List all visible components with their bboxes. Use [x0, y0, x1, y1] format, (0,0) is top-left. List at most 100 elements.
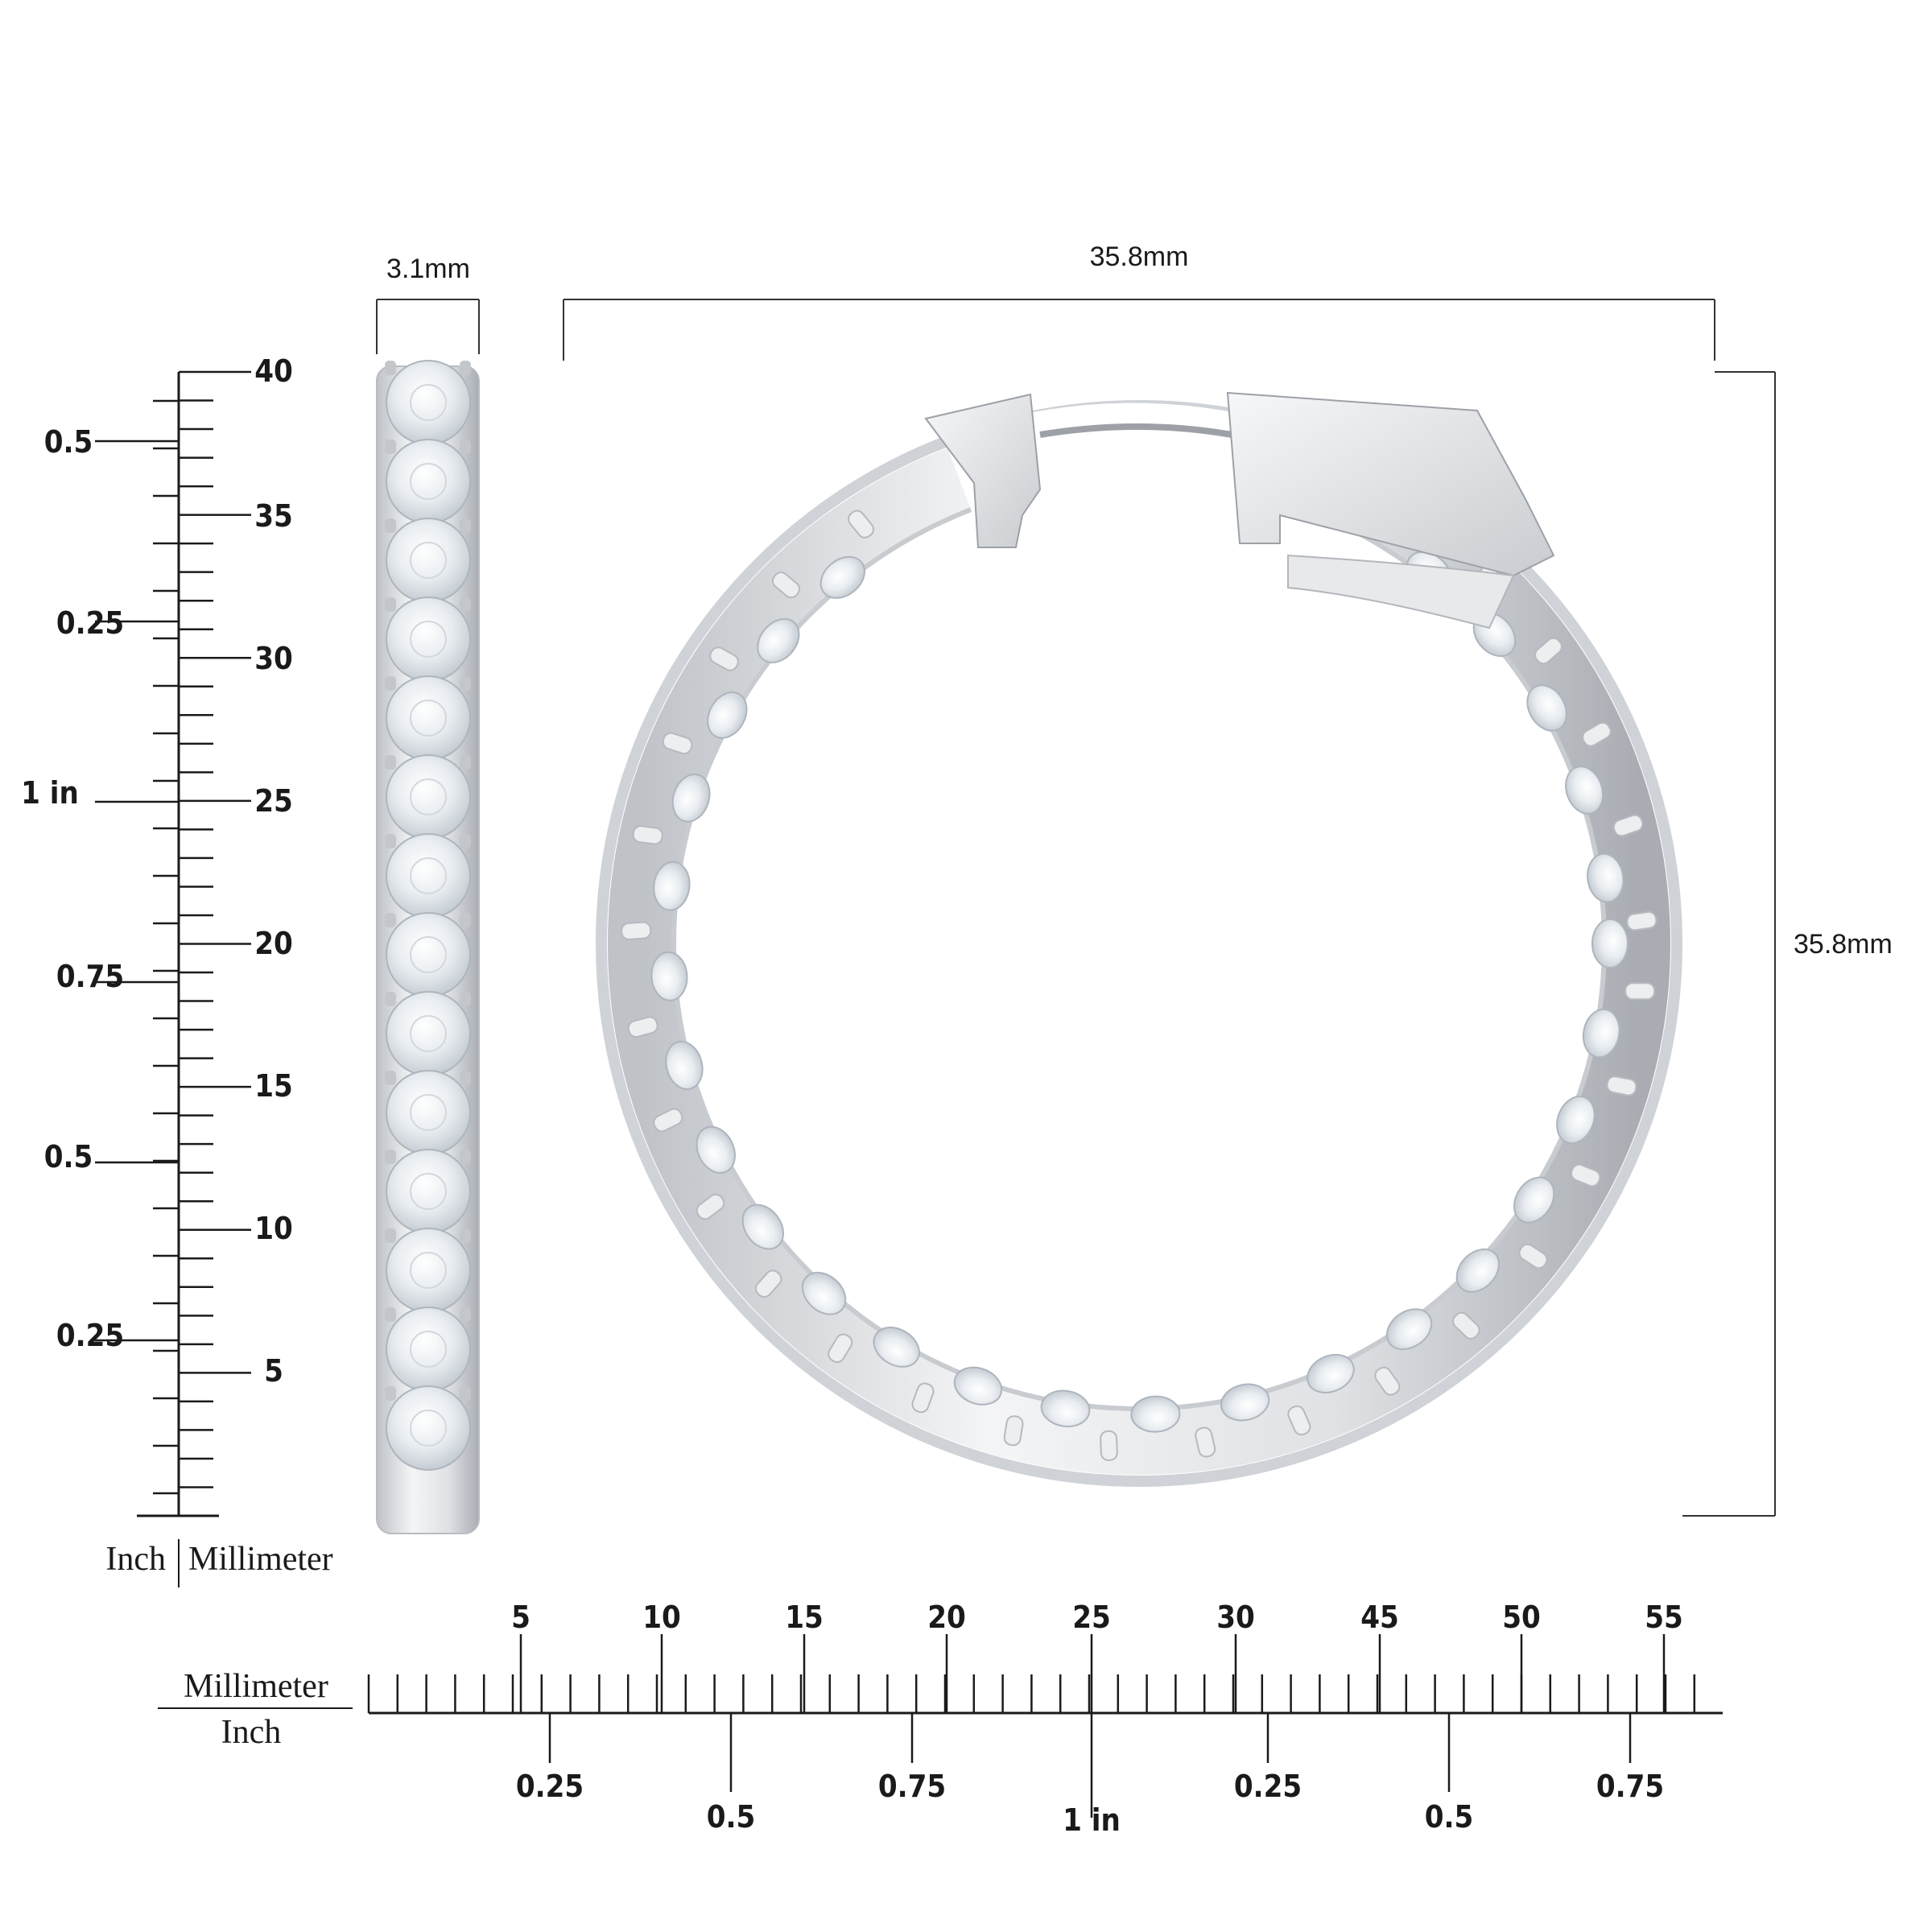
- band-diamond-facet: [410, 1410, 447, 1447]
- clasp-wire: [1039, 423, 1232, 438]
- hoop-prong: [1452, 1311, 1480, 1340]
- band-prong: [385, 676, 396, 691]
- band-prong: [460, 1071, 471, 1085]
- hoop-prong: [1606, 1075, 1637, 1096]
- band-prong: [385, 1228, 396, 1243]
- hruler-inch-1: 0.5: [707, 1799, 756, 1835]
- vruler-mm-40: 40: [254, 353, 293, 389]
- hoop-height-dimension: [1682, 371, 1776, 1517]
- band-prong: [460, 1307, 471, 1322]
- band-prong: [460, 913, 471, 927]
- band-prong: [460, 992, 471, 1006]
- band-diamond-facet: [410, 778, 447, 815]
- vruler-mm-25: 25: [254, 783, 293, 819]
- vruler-inch-3: 0.75: [56, 959, 124, 994]
- hruler-mm-6: 45: [1360, 1600, 1399, 1635]
- hoop-prong: [1287, 1405, 1311, 1436]
- vruler-mm-5: 5: [264, 1353, 283, 1389]
- hoop-diamond: [650, 951, 688, 1001]
- hoop-diamond: [1307, 1353, 1355, 1393]
- hoop-prong: [1374, 1366, 1401, 1396]
- hoop-diamond: [1513, 1176, 1555, 1224]
- hoop-diamond: [1591, 919, 1629, 968]
- hruler-inch-3: 1 in: [1063, 1802, 1121, 1838]
- hoop-prong: [1624, 982, 1656, 1001]
- hoop-prong: [771, 572, 801, 599]
- band-prong: [385, 1307, 396, 1322]
- band-diamond-facet: [410, 1252, 447, 1289]
- hruler-mm-4: 25: [1072, 1600, 1111, 1635]
- band-diamond-facet: [410, 1015, 447, 1052]
- hoop-prong: [653, 1108, 683, 1133]
- band-diamond-facet: [410, 857, 447, 894]
- earring-side-view: [376, 360, 480, 1534]
- hoop-diamond: [1040, 1389, 1091, 1428]
- band-diamond-row: [385, 360, 471, 1471]
- band-diamond: [386, 1307, 471, 1392]
- hruler-inch-6: 0.75: [1596, 1769, 1664, 1804]
- hoop-clasp: [924, 391, 1555, 630]
- hoop-diamond: [801, 1271, 847, 1315]
- band-prong: [460, 361, 471, 375]
- hruler-mm-5: 30: [1216, 1600, 1255, 1635]
- hoop-prong: [632, 825, 663, 845]
- band-prong: [460, 440, 471, 454]
- band-diamond: [386, 518, 471, 603]
- hoop-prong: [911, 1382, 935, 1414]
- hoop-diamond: [1556, 1096, 1596, 1145]
- vruler-inch-0: 0.5: [44, 424, 93, 460]
- band-width-dimension: [376, 299, 480, 354]
- band-prong: [385, 992, 396, 1006]
- band-prong: [460, 834, 471, 848]
- horizontal-ruler: Millimeter Inch 5 10 15 20 25 30 45 50 5…: [158, 1600, 1723, 1838]
- hoop-prong: [1100, 1430, 1118, 1461]
- hoop-diamond: [665, 1040, 704, 1090]
- band-prong: [460, 1386, 471, 1401]
- band-prong: [385, 518, 396, 533]
- band-prong: [385, 1386, 396, 1401]
- band-diamond-facet: [410, 384, 447, 421]
- band-diamond: [386, 1385, 471, 1471]
- hoop-diamond: [953, 1366, 1003, 1406]
- vruler-unit-inch: Inch: [105, 1541, 166, 1578]
- hoop-diamond: [741, 1203, 784, 1250]
- band-diamond-facet: [410, 621, 447, 658]
- band-diamond: [386, 1149, 471, 1234]
- vruler-mm-20: 20: [254, 926, 293, 961]
- band-diamond-facet: [410, 1173, 447, 1210]
- hoop-prong: [696, 1193, 725, 1220]
- hoop-prong: [662, 732, 693, 755]
- hoop-prong: [1626, 910, 1657, 931]
- hoop-diamond: [707, 691, 748, 739]
- vruler-mm-15: 15: [254, 1068, 293, 1104]
- band-diamond-facet: [410, 1331, 447, 1368]
- hoop-diamond: [1385, 1308, 1433, 1351]
- hoop-prong: [1003, 1415, 1024, 1447]
- hoop-prong: [1612, 814, 1644, 837]
- band-prong: [385, 755, 396, 770]
- vruler-mm-35: 35: [254, 498, 293, 534]
- band-prong: [460, 518, 471, 533]
- hoop-prong: [848, 510, 874, 539]
- vruler-unit-mm: Millimeter: [188, 1541, 333, 1578]
- hoop-width-label: 35.8mm: [1090, 242, 1189, 272]
- hoop-diamond: [1565, 766, 1604, 815]
- band-diamond-facet: [410, 463, 447, 500]
- hoop-diamond: [1455, 1248, 1500, 1293]
- hruler-inch-4: 0.25: [1234, 1769, 1302, 1804]
- hruler-inch-0: 0.25: [516, 1769, 584, 1804]
- hoop-diamond-row: [621, 510, 1657, 1461]
- hoop-prong: [1195, 1426, 1216, 1458]
- band-diamond-facet: [410, 700, 447, 737]
- hruler-inch-2: 0.75: [878, 1769, 946, 1804]
- hoop-diamond: [873, 1327, 920, 1368]
- hoop-height-label: 35.8mm: [1794, 929, 1893, 960]
- band-diamond-facet: [410, 936, 447, 973]
- hoop-diamond: [696, 1125, 736, 1174]
- hoop-diamond: [671, 773, 711, 823]
- earring-front-view: [596, 391, 1682, 1487]
- hruler-mm-3: 20: [927, 1600, 966, 1635]
- hoop-prong: [1518, 1243, 1548, 1269]
- band-diamond-facet: [410, 542, 447, 579]
